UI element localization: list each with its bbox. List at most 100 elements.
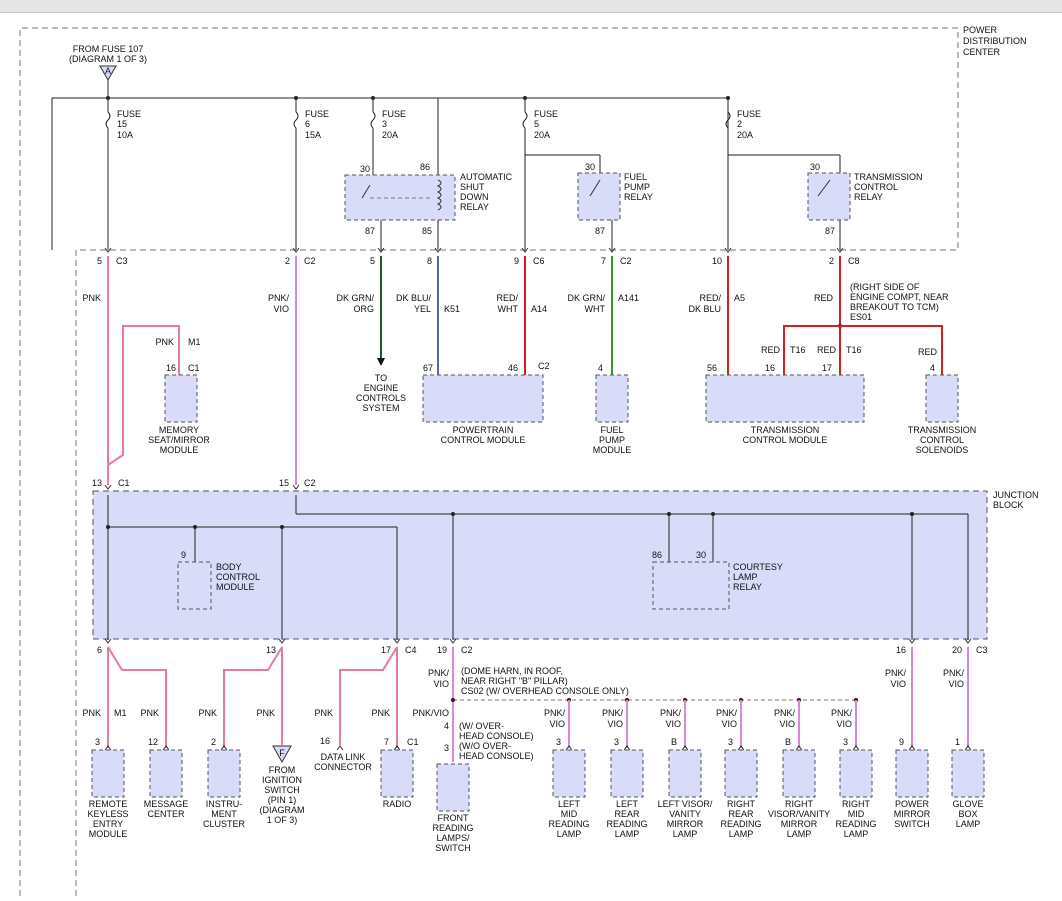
connector-arrow bbox=[393, 745, 401, 751]
relay-label: SHUT bbox=[460, 182, 485, 192]
fuse-icon bbox=[370, 111, 376, 129]
fuse-label: FUSE bbox=[305, 109, 329, 119]
pdc-connector-arrow bbox=[104, 247, 112, 253]
wire-color-label: PNK/ bbox=[544, 708, 566, 718]
component-label: MENT bbox=[211, 809, 237, 819]
wire-color-label: WHT bbox=[498, 304, 519, 314]
wire-color-label: RED bbox=[817, 345, 837, 355]
wire-color-label: DK GRN/ bbox=[567, 293, 605, 303]
component-label: LAMP bbox=[673, 829, 698, 839]
connector-pin: 20 bbox=[952, 645, 962, 655]
jb-junction bbox=[106, 525, 110, 529]
relay-label: TRANSMISSION bbox=[854, 172, 923, 182]
to-engine-label: CONTROLS bbox=[356, 393, 406, 403]
wire-color-label: PNK/ bbox=[885, 668, 907, 678]
ignition-label: (DIAGRAM bbox=[260, 805, 305, 815]
bus-junction bbox=[294, 96, 298, 100]
jb-input-arrow bbox=[292, 484, 300, 490]
connector-pin: 7 bbox=[601, 256, 606, 266]
connector-name: C8 bbox=[848, 256, 860, 266]
component-label: RADIO bbox=[383, 799, 412, 809]
fuse-label: 2 bbox=[737, 119, 742, 129]
message-center bbox=[149, 749, 183, 798]
splice-label: ES01 bbox=[850, 312, 872, 322]
pdc-connector-arrow bbox=[608, 247, 616, 253]
connector-pin: 2 bbox=[285, 256, 290, 266]
note-label: (W/O OVER- bbox=[459, 741, 511, 751]
connector-pin: 3 bbox=[556, 737, 561, 747]
jb-junction bbox=[711, 512, 715, 516]
component-label: CONNECTOR bbox=[314, 762, 372, 772]
component-label: LAMP bbox=[787, 829, 812, 839]
component-label: RIGHT bbox=[727, 799, 756, 809]
fuse-label: 10A bbox=[117, 130, 133, 140]
remote-keyless-entry-module bbox=[91, 749, 125, 798]
connector-pin: 19 bbox=[437, 645, 447, 655]
connector-pin: 4 bbox=[930, 363, 935, 373]
splice-label: BREAKOUT TO TCM) bbox=[850, 302, 939, 312]
fuse-label: 20A bbox=[737, 130, 753, 140]
component-label: POWERTRAIN bbox=[453, 425, 514, 435]
relay-pin: 30 bbox=[696, 550, 706, 560]
ignition-label: 1 OF 3) bbox=[267, 815, 298, 825]
connector-name: C6 bbox=[533, 256, 545, 266]
component-label: SEAT/MIRROR bbox=[148, 435, 210, 445]
connector-arrow bbox=[908, 745, 916, 751]
connector-pin: 5 bbox=[370, 256, 375, 266]
connector-name: C2 bbox=[461, 645, 473, 655]
connector-arrow bbox=[162, 745, 170, 751]
wire-color-label: VIO bbox=[721, 719, 737, 729]
connector-pin: 6 bbox=[97, 645, 102, 655]
wire-color-label: PNK/ bbox=[774, 708, 796, 718]
connector-name: C3 bbox=[976, 645, 988, 655]
relay-pin: 85 bbox=[422, 226, 432, 236]
component-label: MIRROR bbox=[667, 819, 704, 829]
bus-junction bbox=[523, 96, 527, 100]
wire-red-branch bbox=[783, 325, 943, 375]
to-engine-label: SYSTEM bbox=[362, 403, 399, 413]
connector-pin: 9 bbox=[514, 256, 519, 266]
component-label: MODULE bbox=[160, 445, 199, 455]
wire-color-label: PNK bbox=[82, 708, 101, 718]
connector-arrow bbox=[220, 745, 228, 751]
junction-block-label: JUNCTION bbox=[993, 490, 1039, 500]
splice-label: ENGINE COMPT, NEAR bbox=[850, 292, 949, 302]
relay-label: FUEL bbox=[624, 172, 647, 182]
component-label: FRONT bbox=[438, 813, 469, 823]
fuse-icon bbox=[105, 111, 111, 129]
connector-name: C1 bbox=[407, 737, 419, 747]
relay-pin: 86 bbox=[420, 162, 430, 172]
bus-junction bbox=[371, 96, 375, 100]
connector-pin: 2 bbox=[211, 737, 216, 747]
relay-pin: 86 bbox=[652, 550, 662, 560]
connector-pin: 3 bbox=[843, 737, 848, 747]
junction-block-label: BLOCK bbox=[993, 500, 1024, 510]
wire-color-label: ORG bbox=[353, 304, 374, 314]
component-label: CONTROL bbox=[216, 572, 260, 582]
jb-junction bbox=[451, 512, 455, 516]
wire-color-label: VIO bbox=[779, 719, 795, 729]
wire-color-label: WHT bbox=[585, 304, 606, 314]
source-label: FROM FUSE 107 bbox=[73, 44, 144, 54]
courtesy-lamp-relay bbox=[652, 561, 730, 610]
fuse-label: FUSE bbox=[382, 109, 406, 119]
circuit-label: T16 bbox=[790, 345, 806, 355]
jb-junction bbox=[910, 512, 914, 516]
connector-arrow bbox=[737, 745, 745, 751]
component-label: KEYLESS bbox=[87, 809, 128, 819]
component-label: MID bbox=[561, 809, 578, 819]
component-label: GLOVE bbox=[952, 799, 983, 809]
component-label: DATA LINK bbox=[321, 752, 366, 762]
connector-arrow bbox=[852, 745, 860, 751]
component-label: MID bbox=[848, 809, 865, 819]
connector-pin: 9 bbox=[181, 550, 186, 560]
component-label: MEMORY bbox=[159, 425, 199, 435]
wire-color-label: VIO bbox=[836, 719, 852, 729]
wire-color-label: VIO bbox=[607, 719, 623, 729]
connector-pin: B bbox=[785, 737, 791, 747]
connector-pin: 4 bbox=[598, 363, 603, 373]
component-label: READING bbox=[548, 819, 589, 829]
connector-name: C2 bbox=[538, 361, 550, 371]
component-label: REAR bbox=[614, 809, 640, 819]
pdc-label: POWER bbox=[963, 25, 998, 35]
